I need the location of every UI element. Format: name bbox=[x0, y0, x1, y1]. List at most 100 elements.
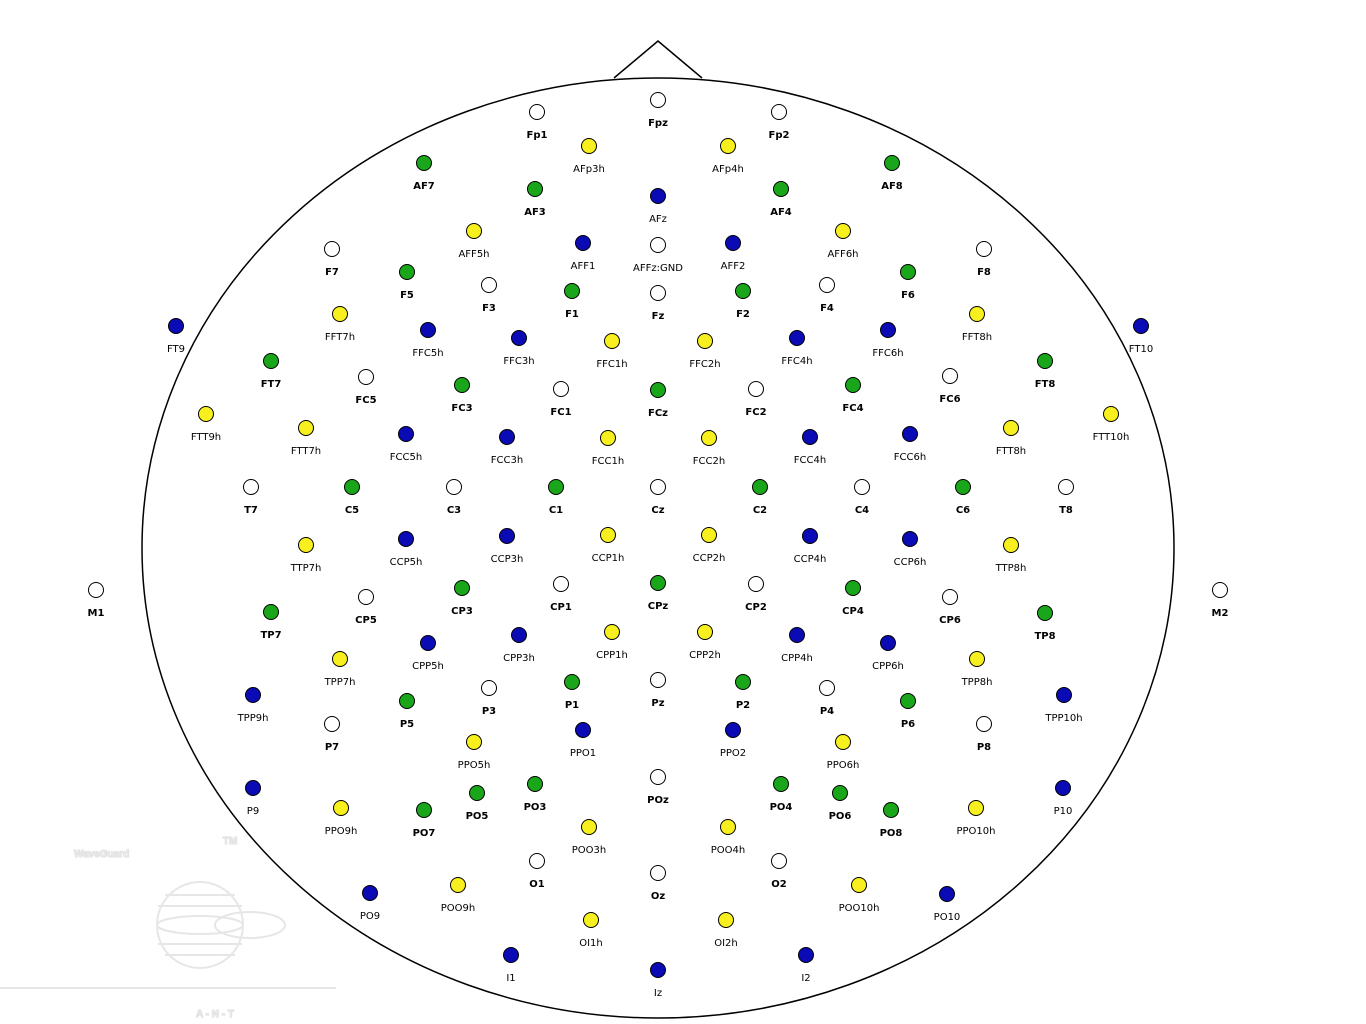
electrode-marker-aff5h bbox=[466, 223, 482, 239]
electrode-label-p6: P6 bbox=[901, 719, 915, 730]
watermark-brand: WaveGuard bbox=[74, 849, 129, 860]
electrode-label-ffc1h: FFC1h bbox=[596, 359, 627, 370]
electrode-c4: C4 bbox=[854, 479, 870, 516]
electrode-aff1: AFF1 bbox=[571, 235, 595, 272]
electrode-label-f6: F6 bbox=[901, 290, 915, 301]
electrode-aff5h: AFF5h bbox=[458, 223, 490, 260]
electrode-po5: PO5 bbox=[466, 785, 488, 822]
electrode-marker-poo3h bbox=[581, 819, 597, 835]
electrode-marker-cp4 bbox=[845, 580, 861, 596]
electrode-ppo6h: PPO6h bbox=[827, 734, 859, 771]
electrode-marker-fpz bbox=[650, 92, 666, 108]
electrode-cpp4h: CPP4h bbox=[781, 627, 813, 664]
electrode-fc1: FC1 bbox=[550, 381, 572, 418]
electrode-label-aff5h: AFF5h bbox=[458, 249, 489, 260]
electrode-marker-fcc2h bbox=[701, 430, 717, 446]
electrode-label-p5: P5 bbox=[400, 719, 414, 730]
electrode-marker-ffc5h bbox=[420, 322, 436, 338]
electrode-af8: AF8 bbox=[881, 155, 903, 192]
electrode-fcc4h: FCC4h bbox=[794, 429, 826, 466]
electrode-label-p1: P1 bbox=[565, 700, 579, 711]
electrode-fc4: FC4 bbox=[842, 377, 864, 414]
electrode-marker-tp8 bbox=[1037, 605, 1053, 621]
electrode-marker-cp1 bbox=[553, 576, 569, 592]
electrode-tp8: TP8 bbox=[1034, 605, 1056, 642]
electrode-label-p2: P2 bbox=[736, 700, 750, 711]
electrode-label-af8: AF8 bbox=[881, 181, 903, 192]
electrode-marker-f8 bbox=[976, 241, 992, 257]
electrode-marker-c4 bbox=[854, 479, 870, 495]
electrode-ppo9h: PPO9h bbox=[325, 800, 357, 837]
electrode-label-fpz: Fpz bbox=[648, 118, 668, 129]
electrode-aff2: AFF2 bbox=[721, 235, 745, 272]
electrode-afp3h: AFp3h bbox=[573, 138, 605, 175]
electrode-marker-ppo9h bbox=[333, 800, 349, 816]
electrode-marker-iz bbox=[650, 962, 666, 978]
electrode-marker-fc3 bbox=[454, 377, 470, 393]
electrode-label-ffc2h: FFC2h bbox=[689, 359, 720, 370]
electrode-marker-cpp6h bbox=[880, 635, 896, 651]
electrode-label-cp3: CP3 bbox=[451, 606, 473, 617]
electrode-pz: Pz bbox=[650, 672, 666, 709]
electrode-o2: O2 bbox=[771, 853, 787, 890]
electrode-marker-cpp2h bbox=[697, 624, 713, 640]
electrode-marker-fcz bbox=[650, 382, 666, 398]
electrode-marker-af8 bbox=[884, 155, 900, 171]
globe-logo-icon bbox=[156, 881, 286, 969]
electrode-ft8: FT8 bbox=[1035, 353, 1055, 390]
electrode-ccp2h: CCP2h bbox=[693, 527, 725, 564]
electrode-marker-oi1h bbox=[583, 912, 599, 928]
electrode-marker-po7 bbox=[416, 802, 432, 818]
electrode-label-afp3h: AFp3h bbox=[573, 164, 605, 175]
electrode-marker-po9 bbox=[362, 885, 378, 901]
electrode-label-tp8: TP8 bbox=[1034, 631, 1055, 642]
electrode-label-cp2: CP2 bbox=[745, 602, 767, 613]
electrode-label-ppo2: PPO2 bbox=[720, 748, 746, 759]
electrode-marker-ppo6h bbox=[835, 734, 851, 750]
electrode-label-fp2: Fp2 bbox=[769, 130, 790, 141]
electrode-label-p8: P8 bbox=[977, 742, 991, 753]
electrode-marker-ft9 bbox=[168, 318, 184, 334]
electrode-ccp5h: CCP5h bbox=[390, 531, 422, 568]
electrode-label-tpp7h: TPP7h bbox=[324, 677, 356, 688]
electrode-label-ftt7h: FTT7h bbox=[291, 446, 321, 457]
electrode-marker-ftt9h bbox=[198, 406, 214, 422]
electrode-marker-ffc3h bbox=[511, 330, 527, 346]
electrode-label-pz: Pz bbox=[651, 698, 664, 709]
electrode-f6: F6 bbox=[900, 264, 916, 301]
electrode-ppo1: PPO1 bbox=[570, 722, 596, 759]
electrode-label-cp5: CP5 bbox=[355, 615, 377, 626]
electrode-label-cpp2h: CPP2h bbox=[689, 650, 721, 661]
electrode-m1: M1 bbox=[88, 582, 104, 619]
electrode-label-ppo10h: PPO10h bbox=[957, 826, 996, 837]
electrode-label-poo4h: POO4h bbox=[711, 845, 745, 856]
electrode-o1: O1 bbox=[529, 853, 545, 890]
electrode-label-f8: F8 bbox=[977, 267, 991, 278]
electrode-fcc1h: FCC1h bbox=[592, 430, 624, 467]
electrode-label-c6: C6 bbox=[956, 505, 970, 516]
electrode-label-ppo1: PPO1 bbox=[570, 748, 596, 759]
electrode-aff6h: AFF6h bbox=[827, 223, 859, 260]
electrode-marker-t8 bbox=[1058, 479, 1074, 495]
electrode-af7: AF7 bbox=[413, 155, 435, 192]
electrode-label-poo10h: POO10h bbox=[839, 903, 880, 914]
electrode-marker-oz bbox=[650, 865, 666, 881]
electrode-marker-p5 bbox=[399, 693, 415, 709]
electrode-marker-tpp9h bbox=[245, 687, 261, 703]
electrode-marker-m1 bbox=[88, 582, 104, 598]
electrode-marker-ftt10h bbox=[1103, 406, 1119, 422]
electrode-marker-ppo10h bbox=[968, 800, 984, 816]
electrode-marker-ccp4h bbox=[802, 528, 818, 544]
electrode-marker-pz bbox=[650, 672, 666, 688]
electrode-label-t8: T8 bbox=[1059, 505, 1073, 516]
electrode-marker-p3 bbox=[481, 680, 497, 696]
electrode-cp3: CP3 bbox=[451, 580, 473, 617]
electrode-fcc5h: FCC5h bbox=[390, 426, 422, 463]
electrode-fpz: Fpz bbox=[648, 92, 668, 129]
electrode-tpp9h: TPP9h bbox=[237, 687, 268, 724]
electrode-marker-po5 bbox=[469, 785, 485, 801]
electrode-marker-ppo2 bbox=[725, 722, 741, 738]
electrode-label-cz: Cz bbox=[651, 505, 664, 516]
electrode-marker-poo10h bbox=[851, 877, 867, 893]
